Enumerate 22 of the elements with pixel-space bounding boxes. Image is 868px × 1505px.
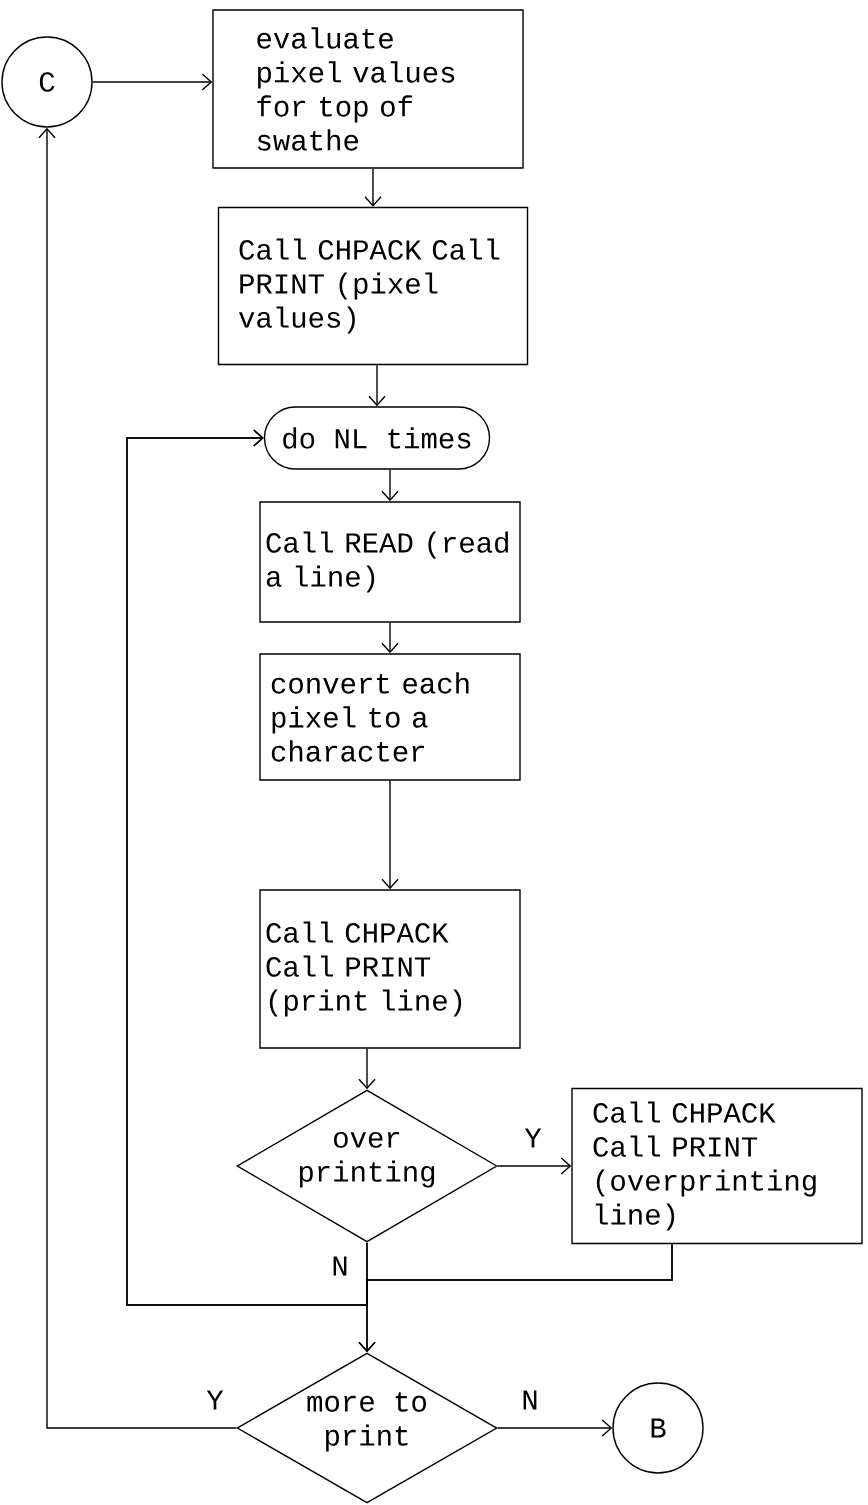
arrow — [381, 780, 399, 890]
arrow — [358, 1243, 673, 1353]
edge-label: Y — [522, 1126, 544, 1150]
edge-label: Y — [204, 1388, 226, 1412]
process-box: evaluate pixel values for top of swathe — [212, 9, 524, 169]
process-box: Call READ (read a line) — [259, 501, 521, 623]
arrow — [92, 73, 213, 91]
arrow — [497, 1157, 572, 1175]
process-box: Call CHPACK Call PRINT (pixel values) — [217, 206, 529, 366]
arrow — [364, 168, 382, 207]
arrow — [381, 622, 399, 654]
arrow — [38, 127, 237, 1429]
arrow — [381, 469, 399, 502]
process-box: Call CHPACK Call PRINT (print line) — [259, 889, 521, 1049]
terminal-box: do NL times — [263, 406, 491, 470]
arrow — [368, 364, 386, 407]
arrow — [358, 1048, 376, 1090]
process-box: Call CHPACK Call PRINT (overprinting line) — [571, 1087, 863, 1245]
edge-label: N — [519, 1388, 541, 1412]
process-box: convert each pixel to a character — [259, 653, 521, 781]
arrow — [497, 1419, 613, 1437]
edge-label: N — [329, 1254, 351, 1278]
